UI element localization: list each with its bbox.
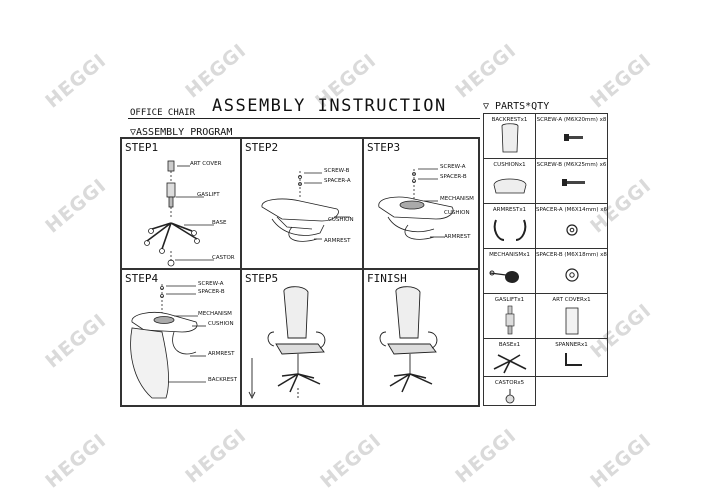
step-label: STEP5 [245,272,279,285]
part-callout-label: SPACER-B [440,174,467,180]
part-label: CUSHIONx1 [493,162,526,168]
part-callout-label: SPACER-A [324,178,351,184]
base-icon [493,354,527,374]
step-3-panel: STEP3 SCREW-A SPACER-B MECHANISM CUSHION… [363,138,479,269]
part-cell: SCREW-A (M6X20mm) x8 [536,114,608,159]
step-4-diagram: SCREW-A SPACER-B MECHANISM CUSHION ARMRE… [130,281,238,399]
part-label: SPANNERx1 [555,342,588,348]
backrest-icon [501,123,519,153]
part-callout-label: SCREW-B [324,168,350,174]
watermark-text: HEGGI [41,49,111,113]
part-callout-label: CASTOR [212,255,235,261]
part-label: SCREW-B (M6X25mm) x6 [536,162,607,168]
part-callout-label: SCREW-A [440,164,466,170]
part-cell: SPANNERx1 [536,339,608,377]
part-cell: ART COVERx1 [536,294,608,339]
part-cell: CUSHIONx1 [484,159,536,204]
step-label: STEP2 [245,141,279,154]
step-3-diagram: SCREW-A SPACER-B MECHANISM CUSHION ARMRE… [378,164,474,240]
part-callout-label: CUSHION [208,321,234,327]
part-callout-label: GASLIFT [197,192,220,198]
part-cell: CASTORx5 [484,377,536,406]
cushion-icon [493,178,527,194]
part-callout-label: SPACER-B [198,289,225,295]
part-label: SPACER-A (M6X14mm) x6 [536,207,607,213]
spanner-icon [565,353,582,366]
part-label: ARMRESTx1 [492,207,527,213]
part-cell: GASLIFTx1 [484,294,536,339]
part-cell: SCREW-B (M6X25mm) x6 [536,159,608,204]
finish-diagram [379,286,438,393]
parts-qty-heading: ▽ PARTS*QTY [483,101,550,112]
watermark-text: HEGGI [586,429,656,493]
washer-icon [565,268,579,282]
part-label: SPACER-B (M6X18mm) x8 [536,252,607,258]
part-label: SCREW-A (M6X20mm) x8 [536,117,607,123]
parts-table: BACKRESTx1 SCREW-A (M6X20mm) x8 CUSHIONx… [483,113,608,406]
step-5-panel: STEP5 [241,269,363,406]
part-label: MECHANISMx1 [489,252,530,258]
armrest-icon [493,219,527,241]
part-label: BACKRESTx1 [491,117,528,123]
part-cell: BACKRESTx1 [484,114,536,159]
watermark-text: HEGGI [451,39,521,103]
part-label: GASLIFTx1 [494,297,525,303]
art-cover-icon [565,307,579,335]
watermark-text: HEGGI [316,429,386,493]
part-callout-label: ARMREST [324,238,351,244]
watermark-text: HEGGI [181,424,251,488]
step-label: STEP3 [367,141,401,154]
part-callout-label: ARMREST [208,351,235,357]
part-cell: SPACER-B (M6X18mm) x8 [536,249,608,294]
part-cell: MECHANISMx1 [484,249,536,294]
assembly-program-heading: ▽ASSEMBLY PROGRAM [130,127,233,138]
part-label: CASTORx5 [494,380,525,386]
part-label: ART COVERx1 [552,297,591,303]
step-5-diagram [248,286,326,400]
step-label: STEP4 [125,272,159,285]
step-2-panel: STEP2 SCREW-B SPACER-A CUSHION ARMREST [241,138,363,269]
washer-icon [566,224,578,236]
finish-panel: FINISH [363,269,479,406]
watermark-text: HEGGI [181,39,251,103]
step-label: FINISH [367,272,407,285]
mechanism-icon [489,270,519,283]
assembly-steps-grid: STEP1 ART COVER GASLIFT BASE CASTOR [120,137,480,407]
part-cell: ARMRESTx1 [484,204,536,249]
part-cell: BASEx1 [484,339,536,377]
screw-icon [564,134,583,141]
gaslift-icon [505,305,515,335]
step-2-diagram: SCREW-B SPACER-A CUSHION ARMREST [261,168,354,244]
step-1-panel: STEP1 ART COVER GASLIFT BASE CASTOR [121,138,241,269]
castor-icon [505,389,515,404]
screw-icon [562,179,585,186]
part-callout-label: BACKREST [208,377,238,383]
part-cell: SPACER-A (M6X14mm) x6 [536,204,608,249]
document-title: ASSEMBLY INSTRUCTION [212,96,447,116]
part-callout-label: ART COVER [190,161,222,167]
part-callout-label: CUSHION [328,217,354,223]
part-callout-label: MECHANISM [440,196,474,202]
title-underline [128,118,480,119]
watermark-text: HEGGI [41,174,111,238]
watermark-text: HEGGI [41,309,111,373]
watermark-text: HEGGI [41,429,111,493]
part-callout-label: BASE [212,220,227,226]
step-4-panel: STEP4 SCREW-A SPACER-B MECHANISM CUSHION… [121,269,241,406]
part-callout-label: SCREW-A [198,281,224,287]
part-label: BASEx1 [498,342,521,348]
step-1-diagram: ART COVER GASLIFT BASE CASTOR [144,160,235,267]
part-callout-label: MECHANISM [198,311,232,317]
watermark-text: HEGGI [586,49,656,113]
document-subtitle: OFFICE CHAIR [130,108,196,118]
watermark-text: HEGGI [451,424,521,488]
part-callout-label: CUSHION [444,210,470,216]
part-callout-label: ARMREST [444,234,471,240]
step-label: STEP1 [125,141,159,154]
